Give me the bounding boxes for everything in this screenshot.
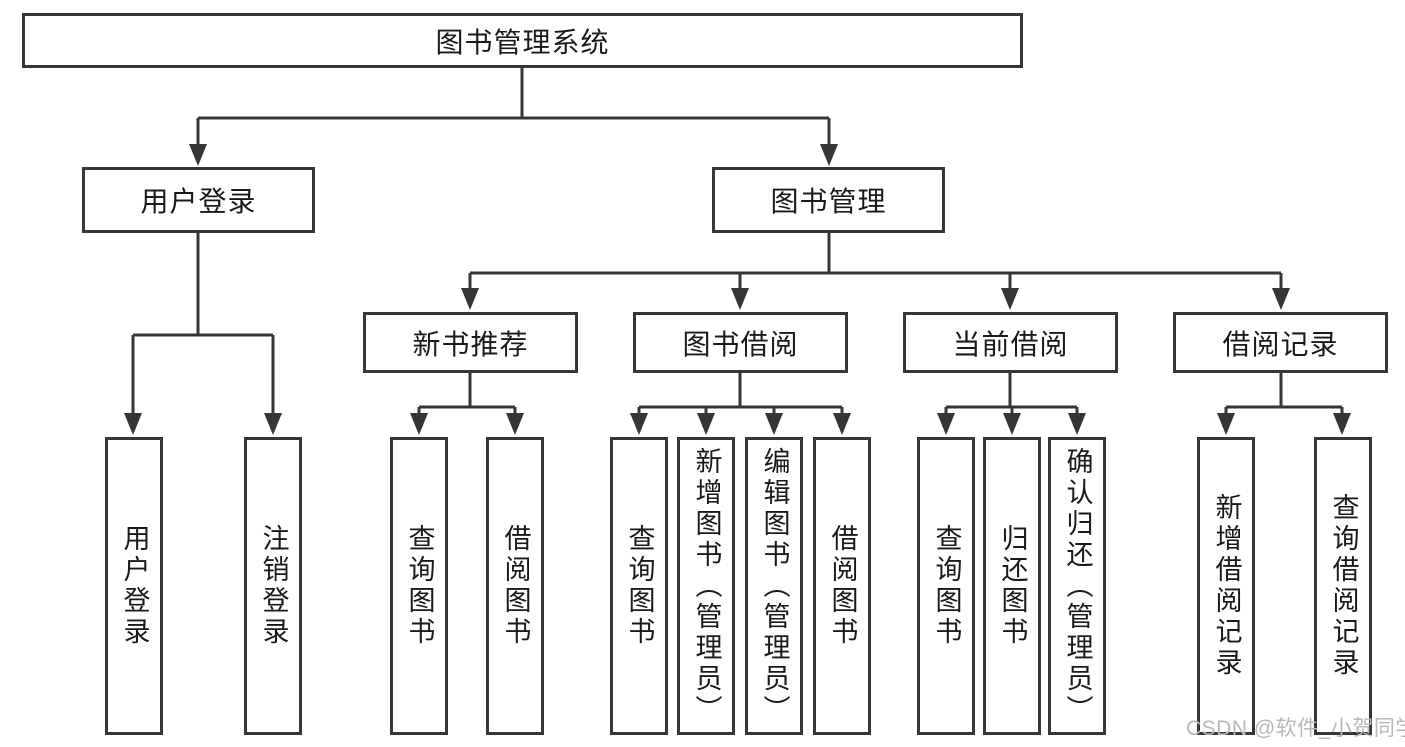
node-book-borrow: 图书借阅 bbox=[633, 312, 848, 373]
node-label: 查询图书 bbox=[931, 524, 962, 648]
leaf-records-query: 查询借阅记录 bbox=[1314, 437, 1372, 735]
node-label: 查询图书 bbox=[404, 524, 435, 648]
node-label: 用户登录 bbox=[119, 524, 150, 648]
leaf-newbooks-query: 查询图书 bbox=[390, 437, 448, 735]
leaf-current-return: 归还图书 bbox=[983, 437, 1041, 735]
leaf-logout: 注销登录 bbox=[244, 437, 302, 735]
leaf-current-query: 查询图书 bbox=[917, 437, 975, 735]
node-current-borrow: 当前借阅 bbox=[903, 312, 1118, 373]
node-label: 新增借阅记录 bbox=[1211, 493, 1242, 679]
node-label: 借阅图书 bbox=[500, 524, 531, 648]
node-label: 用户登录 bbox=[140, 186, 257, 217]
node-label: 查询借阅记录 bbox=[1328, 493, 1359, 679]
arrowheads bbox=[124, 144, 1351, 435]
node-book-mgmt: 图书管理 bbox=[712, 167, 945, 233]
node-label: 注销登录 bbox=[258, 524, 289, 648]
node-label: 图书借阅 bbox=[682, 328, 799, 360]
node-label: 确认归还（管理员） bbox=[1062, 446, 1093, 726]
node-label: 借阅图书 bbox=[827, 524, 858, 648]
leaf-bookborrow-query: 查询图书 bbox=[610, 437, 668, 735]
node-label: 编辑图书（管理员） bbox=[759, 446, 790, 726]
node-label: 图书管理 bbox=[770, 186, 887, 217]
leaf-bookborrow-borrow: 借阅图书 bbox=[813, 437, 871, 735]
node-label: 查询图书 bbox=[624, 524, 655, 648]
node-label: 新增图书（管理员） bbox=[691, 446, 722, 726]
node-label: 归还图书 bbox=[997, 524, 1028, 648]
node-label: 借阅记录 bbox=[1222, 328, 1339, 360]
leaf-bookborrow-add: 新增图书（管理员） bbox=[677, 437, 735, 735]
leaf-bookborrow-edit: 编辑图书（管理员） bbox=[745, 437, 803, 735]
node-label: 当前借阅 bbox=[952, 328, 1069, 360]
leaf-records-add: 新增借阅记录 bbox=[1197, 437, 1255, 735]
leaf-current-confirm: 确认归还（管理员） bbox=[1048, 437, 1106, 735]
node-new-books: 新书推荐 bbox=[363, 312, 578, 373]
node-borrow-records: 借阅记录 bbox=[1173, 312, 1388, 373]
node-user-login: 用户登录 bbox=[82, 167, 315, 233]
node-label: 图书管理系统 bbox=[435, 26, 610, 58]
leaf-newbooks-borrow: 借阅图书 bbox=[486, 437, 544, 735]
node-root: 图书管理系统 bbox=[22, 13, 1023, 68]
leaf-user-login: 用户登录 bbox=[105, 437, 163, 735]
node-label: 新书推荐 bbox=[412, 328, 529, 360]
watermark: CSDN @软件_小贺同学 bbox=[1186, 717, 1405, 740]
